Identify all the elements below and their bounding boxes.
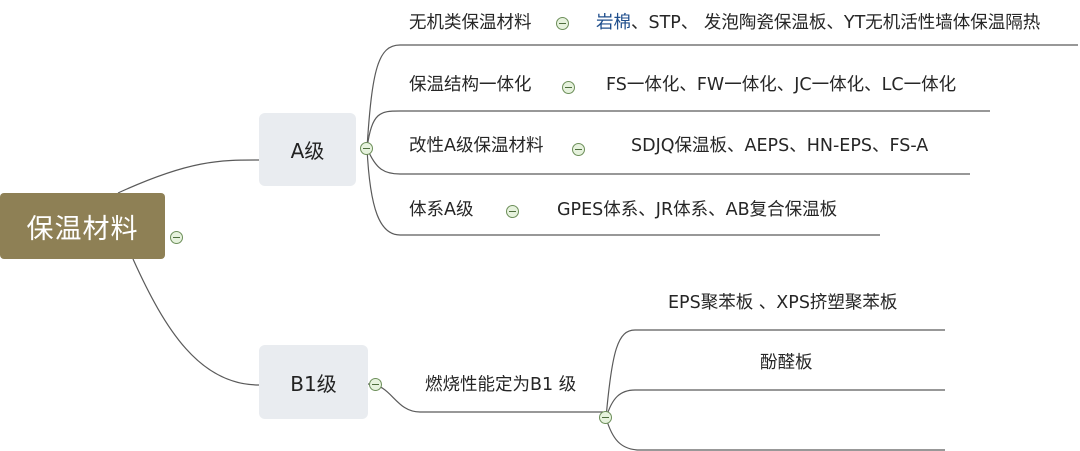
link-a-item3: [366, 147, 970, 175]
node-b1-class[interactable]: B1级: [259, 345, 368, 419]
a-item-1-lead: 岩棉: [596, 13, 631, 33]
a-item-1-label[interactable]: 无机类保温材料: [409, 13, 532, 33]
link-b1-item3: [605, 417, 945, 451]
link-root-b1: [132, 258, 260, 386]
b1-criterion-label[interactable]: 燃烧性能定为B1 级: [425, 375, 577, 395]
collapse-toggle-icon[interactable]: [369, 378, 382, 391]
b1-item-2-label[interactable]: 酚醛板: [760, 353, 813, 373]
a-item-3-label[interactable]: 改性A级保温材料: [409, 136, 544, 156]
node-a-label: A级: [290, 139, 325, 163]
link-a-item4: [366, 147, 880, 236]
a-item-3-details: SDJQ保温板、AEPS、HN-EPS、FS-A: [631, 136, 929, 156]
node-a-class[interactable]: A级: [259, 113, 356, 186]
collapse-toggle-icon[interactable]: [170, 231, 183, 244]
a-item-2-details: FS一体化、FW一体化、JC一体化、LC一体化: [606, 75, 957, 95]
link-a-item1: [366, 44, 1078, 149]
collapse-toggle-icon[interactable]: [506, 205, 519, 218]
a-item-1-details: 岩棉、STP、 发泡陶瓷保温板、YT无机活性墙体保温隔热: [596, 12, 1040, 34]
a-item-1-rest: 、STP、 发泡陶瓷保温板、YT无机活性墙体保温隔热: [631, 13, 1041, 33]
a-item-2-label[interactable]: 保温结构一体化: [409, 75, 532, 95]
link-root-a: [117, 159, 260, 194]
collapse-toggle-icon[interactable]: [572, 143, 585, 156]
root-label: 保温材料: [26, 213, 139, 245]
b1-item-1-label[interactable]: EPS聚苯板 、XPS挤塑聚苯板: [668, 293, 898, 313]
collapse-toggle-icon[interactable]: [360, 142, 373, 155]
node-b1-label: B1级: [290, 371, 337, 396]
link-b1-item2: [605, 389, 945, 419]
root-node[interactable]: 保温材料: [0, 193, 165, 259]
a-item-4-label[interactable]: 体系A级: [409, 200, 474, 220]
link-b1-item1: [605, 329, 945, 419]
collapse-toggle-icon[interactable]: [556, 17, 569, 30]
link-a-item2: [366, 110, 990, 149]
collapse-toggle-icon[interactable]: [562, 81, 575, 94]
collapse-toggle-icon[interactable]: [599, 411, 612, 424]
a-item-4-details: GPES体系、JR体系、AB复合保温板: [557, 200, 838, 220]
